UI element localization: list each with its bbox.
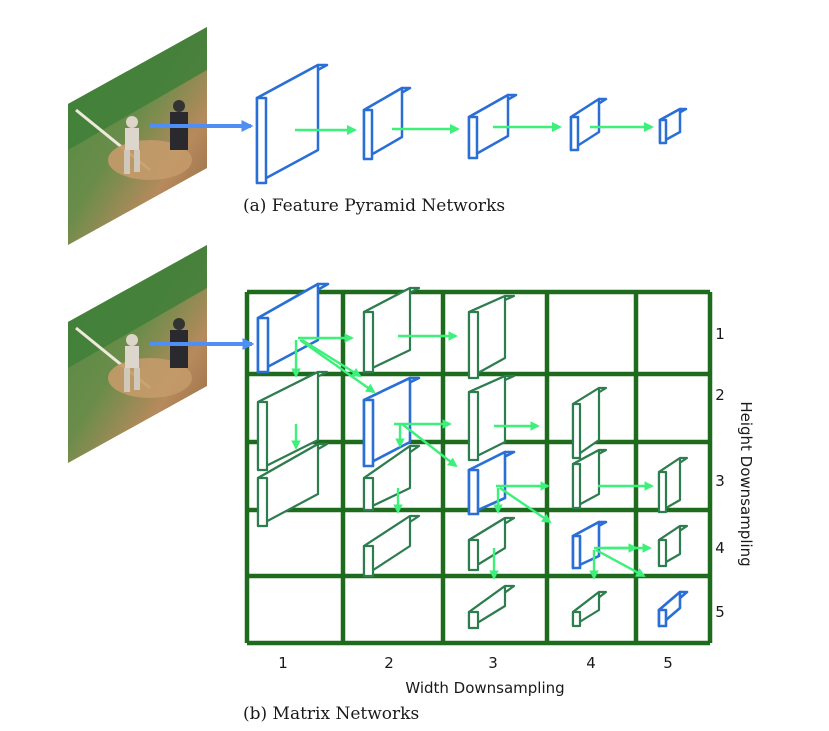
x-tick-2: 2	[384, 654, 394, 672]
matrix-block-r4-c3	[467, 516, 516, 572]
fpn-blocks	[255, 63, 688, 185]
caption-matrix: (b) Matrix Networks	[243, 704, 419, 724]
matrix-block-r4-c5	[657, 524, 689, 568]
matrix-block-r5-c3	[467, 584, 516, 630]
y-tick-2: 2	[715, 386, 725, 404]
y-axis-label: Height Downsampling	[737, 401, 755, 566]
input-image-matrix	[68, 245, 207, 463]
input-image-fpn	[68, 27, 207, 245]
matrix-block-r3-c2	[362, 444, 421, 512]
caption-fpn: (a) Feature Pyramid Networks	[243, 196, 505, 216]
matrix-arrow-9	[401, 423, 458, 468]
matrix-arrow-19	[595, 548, 646, 578]
fpn-block-2	[362, 86, 412, 161]
matrix-section: 1 2 3 4 5 1 2 3 4 5 Width Downsampling H…	[68, 245, 755, 724]
matrix-arrow-4	[299, 339, 376, 394]
y-tick-3: 3	[715, 472, 725, 490]
matrix-block-r1-c1	[256, 282, 330, 374]
x-axis-label: Width Downsampling	[405, 679, 564, 697]
y-tick-5: 5	[715, 603, 725, 621]
matrix-block-r3-c3	[467, 450, 516, 516]
matrix-block-r4-c4	[571, 520, 608, 570]
matrix-block-r5-c5	[657, 590, 689, 628]
matrix-block-r1-c3	[467, 294, 516, 380]
fpn-block-3	[467, 93, 518, 160]
matrix-block-r4-c2	[362, 514, 421, 578]
fpn-block-4	[569, 97, 608, 152]
matrix-blocks	[256, 282, 689, 630]
matrix-arrows	[291, 331, 654, 580]
fpn-arrows	[295, 122, 654, 135]
x-tick-4: 4	[586, 654, 596, 672]
matrix-block-r2-c3	[467, 374, 516, 462]
y-tick-1: 1	[715, 325, 725, 343]
matrix-block-r3-c5	[657, 456, 689, 514]
matrix-arrow-5	[301, 338, 362, 378]
x-tick-1: 1	[278, 654, 288, 672]
fpn-block-1	[255, 63, 329, 185]
x-tick-5: 5	[663, 654, 673, 672]
x-tick-3: 3	[488, 654, 498, 672]
matrix-arrow-14	[499, 487, 552, 524]
matrix-block-r2-c4	[571, 386, 608, 460]
matrix-block-r5-c4	[571, 590, 608, 628]
matrix-block-r3-c1	[256, 442, 329, 528]
matrix-block-r1-c2	[362, 286, 421, 374]
fpn-block-5	[658, 107, 688, 145]
matrix-grid	[244, 289, 713, 646]
y-tick-4: 4	[715, 539, 725, 557]
fpn-section: (a) Feature Pyramid Networks	[68, 27, 688, 245]
matrix-block-r3-c4	[571, 448, 608, 510]
matrix-block-r2-c1	[256, 370, 329, 472]
